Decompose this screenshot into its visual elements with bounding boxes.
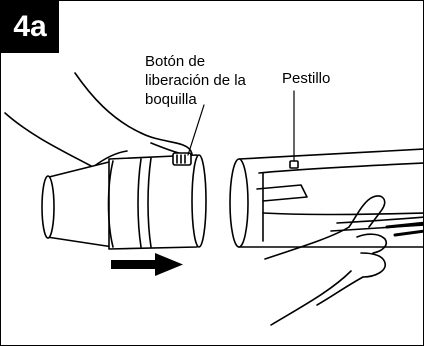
latch-label: Pestillo — [282, 70, 331, 87]
blower-tube-illustration — [229, 90, 423, 248]
nozzle-release-button-label: Botón de liberación de la boquilla — [145, 52, 246, 109]
nozzle-illustration — [41, 104, 207, 250]
direction-arrow — [111, 253, 183, 276]
callout-line: boquilla — [145, 91, 197, 108]
step-label: 4a — [1, 1, 59, 53]
callout-line: liberación de la — [145, 72, 246, 89]
right-hand-illustration — [264, 195, 388, 326]
callout-line: Botón de — [145, 53, 206, 70]
